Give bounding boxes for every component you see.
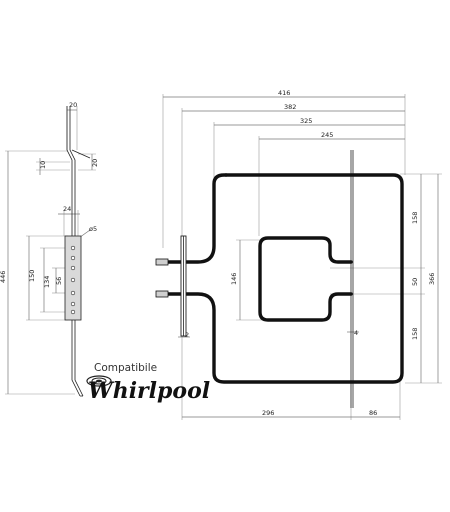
dim-gap-left: 2 [185,331,189,339]
dim-hole-span: 134 [43,276,51,288]
side-view: 20 10 20 446 150 134 56 2 [0,101,99,397]
dim-h50: 50 [411,278,419,286]
dim-gap-right: 4 [354,329,358,337]
dim-b296: 296 [262,409,274,417]
brand-block: Compatibile Whirlpool [86,362,210,404]
dim-top-offset: 10 [39,161,47,169]
dim-total-height: 446 [0,271,7,283]
dim-bracket-height: 150 [28,270,36,282]
dim-h158-top: 158 [411,212,419,224]
dim-bracket-width: 24 [63,205,71,213]
dim-h146: 146 [230,273,238,285]
terminal-top [155,258,169,266]
dim-top-width: 20 [69,101,77,109]
whirlpool-swirl-icon [86,375,112,387]
compat-label: Compatibile [94,362,157,374]
brand-logo: Whirlpool [88,378,210,404]
dim-hole-pitch: 56 [55,277,63,285]
dim-w382: 382 [284,103,296,111]
dim-h366: 366 [428,273,436,285]
top-view: 416 382 325 245 158 50 158 366 146 296 8… [155,89,442,420]
dim-top-right: 20 [91,159,99,167]
dim-hole-dia: ø5 [89,225,97,233]
dim-w245: 245 [321,131,333,139]
dim-b86: 86 [369,409,377,417]
dim-w416: 416 [278,89,290,97]
dim-w325: 325 [300,117,312,125]
dim-h158-bottom: 158 [411,328,419,340]
heating-element [163,173,404,384]
terminal-bottom [155,290,169,298]
